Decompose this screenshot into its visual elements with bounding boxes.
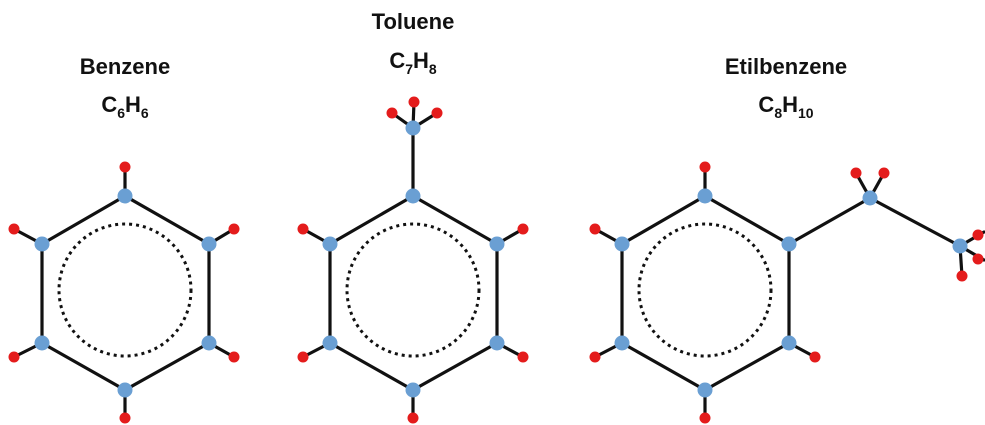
aromatic-ring-circle (345, 222, 481, 358)
hydrogen-atoms (589, 161, 984, 424)
carbon-atom (34, 335, 50, 351)
hydrogen-atom (297, 223, 309, 235)
formula-subscript: 6 (117, 105, 125, 121)
hydrogen-atom (878, 167, 890, 179)
carbon-atom (781, 335, 797, 351)
bonds (301, 100, 525, 420)
toluene-name: Toluene (372, 9, 455, 34)
carbon-atoms (322, 120, 505, 398)
hydrogen-atom (517, 351, 529, 363)
hydrogen-atom (431, 107, 443, 119)
formula-part: C (758, 92, 774, 117)
hydrogen-atom (517, 223, 529, 235)
hydrogen-atom (408, 96, 420, 108)
formula-subscript: 10 (798, 105, 814, 121)
hydrogen-atom (8, 223, 20, 235)
carbon-atom (405, 120, 421, 136)
carbon-atom (862, 190, 878, 206)
hydrogen-atom (228, 351, 240, 363)
carbon-atom (614, 236, 630, 252)
ring-bonds (620, 194, 791, 392)
formula-subscript: 7 (405, 61, 413, 77)
carbon-atom (614, 335, 630, 351)
hydrogen-atom (589, 351, 601, 363)
hydrogen-atom (407, 412, 419, 424)
toluene-molecule: Toluene C7H8 (297, 9, 529, 424)
hydrogen-atom (972, 229, 984, 241)
formula-part: H (125, 92, 141, 117)
formula-subscript: 6 (141, 105, 149, 121)
hydrogen-atom (699, 412, 711, 424)
cc-bond (787, 196, 872, 246)
benzene-name: Benzene (80, 54, 170, 79)
formula-subscript: 8 (774, 105, 782, 121)
etilbenzene-name: Etilbenzene (725, 54, 847, 79)
ring-bonds (40, 194, 211, 392)
carbon-atom (405, 188, 421, 204)
aromatic-ring-circle (637, 222, 773, 358)
hydrogen-atom (972, 253, 984, 265)
hydrogen-atoms (8, 161, 240, 424)
ring-bonds (328, 194, 499, 392)
formula-part: H (413, 48, 429, 73)
hydrogen-atom (699, 161, 711, 173)
hydrogen-atom (386, 107, 398, 119)
carbon-atom (405, 382, 421, 398)
bonds (593, 165, 985, 420)
carbon-atom (322, 335, 338, 351)
formula-subscript: 8 (429, 61, 437, 77)
etilbenzene-formula: C8H10 (758, 92, 813, 121)
carbon-atom (781, 236, 797, 252)
formula-part: H (782, 92, 798, 117)
hydrogen-atom (228, 223, 240, 235)
carbon-atom (117, 188, 133, 204)
hydrogen-atoms (297, 96, 529, 424)
carbon-atom (489, 236, 505, 252)
carbon-atom (201, 236, 217, 252)
formula-part: C (101, 92, 117, 117)
carbon-atom (34, 236, 50, 252)
hydrogen-atom (297, 351, 309, 363)
hydrogen-atom (589, 223, 601, 235)
benzene-formula: C6H6 (101, 92, 149, 121)
carbon-atom (697, 188, 713, 204)
etilbenzene-molecule: Etilbenzene C8H10 (589, 54, 985, 424)
carbon-atom (952, 238, 968, 254)
carbon-atoms (614, 188, 968, 398)
benzene-molecule: Benzene C6H6 (8, 54, 240, 424)
hydrogen-atom (119, 161, 131, 173)
hydrogen-atom (809, 351, 821, 363)
carbon-atom (489, 335, 505, 351)
carbon-atom (201, 335, 217, 351)
carbon-atom (697, 382, 713, 398)
hydrogen-atom (8, 351, 20, 363)
hydrogen-atom (119, 412, 131, 424)
carbon-atom (117, 382, 133, 398)
carbon-atom (322, 236, 338, 252)
hydrogen-atom (850, 167, 862, 179)
toluene-formula: C7H8 (389, 48, 437, 77)
aromatic-ring-circle (57, 222, 193, 358)
bonds (12, 165, 236, 420)
hydrogen-atom (956, 270, 968, 282)
formula-part: C (389, 48, 405, 73)
carbon-atoms (34, 188, 217, 398)
cc-bond (868, 196, 962, 248)
